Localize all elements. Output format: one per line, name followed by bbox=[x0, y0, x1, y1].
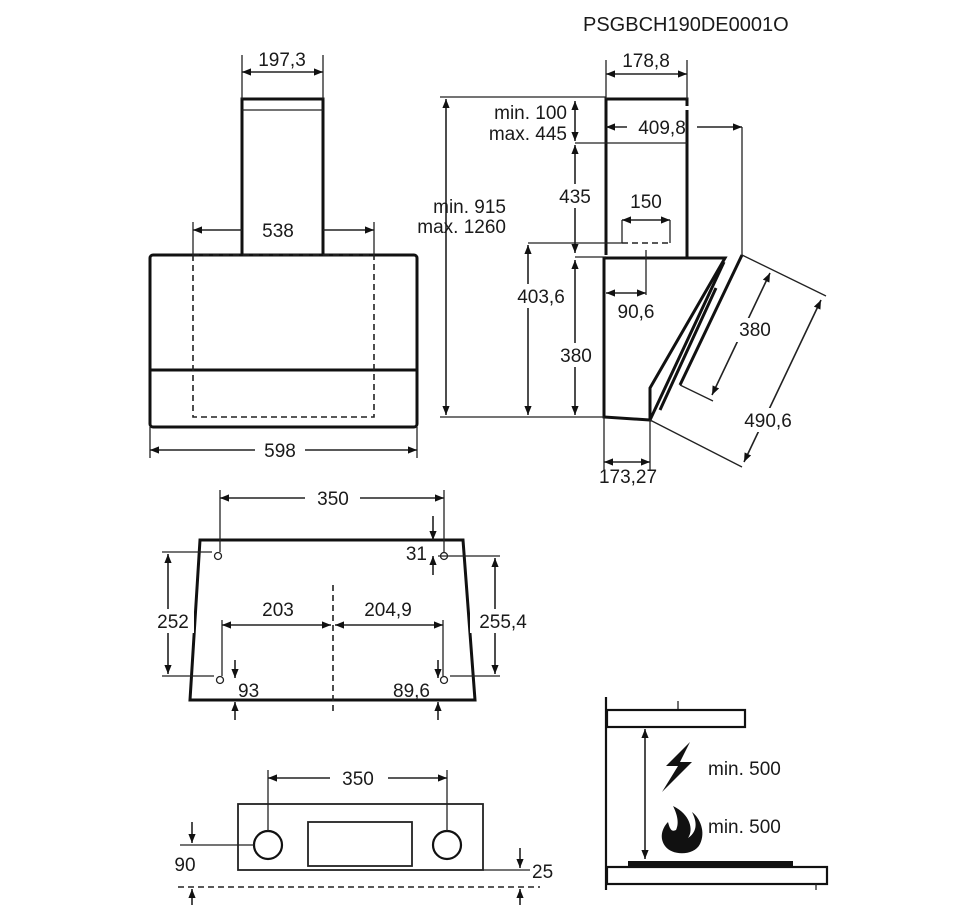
dim-inner-width: 538 bbox=[262, 221, 294, 242]
dim-top-offset: 31 bbox=[406, 544, 427, 565]
dim-depth: 90 bbox=[174, 855, 195, 876]
wall-cabinet bbox=[605, 708, 747, 729]
top-view: 350 90 25 bbox=[174, 769, 553, 905]
dim-outlet-height: 403,6 bbox=[517, 287, 565, 308]
dim-chimney-width: 197,3 bbox=[258, 50, 306, 71]
dim-top-spacing: 350 bbox=[317, 489, 349, 510]
dim-chimney-depth: 178,8 bbox=[622, 51, 670, 72]
dim-overall-max: max. 1260 bbox=[417, 217, 506, 238]
dim-outlet-offset: 90,6 bbox=[618, 302, 655, 323]
dim-overall-min: min. 915 bbox=[433, 197, 506, 218]
dim-left-half: 203 bbox=[262, 600, 294, 621]
inner-outline bbox=[192, 254, 375, 418]
dim-chimney-max: max. 445 bbox=[489, 124, 567, 145]
dim-depth-total: 409,8 bbox=[638, 118, 686, 139]
dim-bottom-depth: 173,27 bbox=[599, 467, 657, 488]
dim-chimney-min: min. 100 bbox=[494, 103, 567, 124]
model-code: PSGBCH190DE0001O bbox=[583, 14, 789, 36]
clearance-diagram: min. 500 min. 500 bbox=[604, 697, 829, 890]
dim-panel-height: 380 bbox=[739, 320, 771, 341]
flame-icon bbox=[661, 806, 703, 854]
dim-panel-length: 490,6 bbox=[744, 411, 792, 432]
dim-right-height: 255,4 bbox=[479, 612, 527, 633]
electric-clearance: min. 500 bbox=[708, 759, 781, 780]
dim-left-height: 252 bbox=[157, 612, 189, 633]
dim-right-half: 204,9 bbox=[364, 600, 412, 621]
dim-body-height: 380 bbox=[560, 346, 592, 367]
hood-side bbox=[602, 256, 728, 422]
dim-upper-height: 435 bbox=[559, 187, 591, 208]
dim-offset: 25 bbox=[532, 862, 553, 883]
worktop bbox=[605, 865, 829, 886]
dim-outlet-width: 150 bbox=[630, 192, 662, 213]
hood-body bbox=[148, 253, 419, 429]
front-view: 197,3 538 598 bbox=[148, 50, 419, 462]
dim-total-width: 598 bbox=[264, 441, 296, 462]
dim-top-spacing-2: 350 bbox=[342, 769, 374, 790]
side-view: 380 490,6 178,8 409,8 min. 915 max. 1260… bbox=[417, 51, 827, 488]
mounting-plate: 350 31 252 255,4 203 204,9 93 89,6 bbox=[150, 489, 532, 720]
gas-clearance: min. 500 bbox=[708, 817, 781, 838]
dim-right-bottom: 89,6 bbox=[393, 681, 430, 702]
dim-left-bottom: 93 bbox=[238, 681, 259, 702]
lightning-icon bbox=[662, 742, 692, 792]
hob bbox=[628, 861, 793, 867]
